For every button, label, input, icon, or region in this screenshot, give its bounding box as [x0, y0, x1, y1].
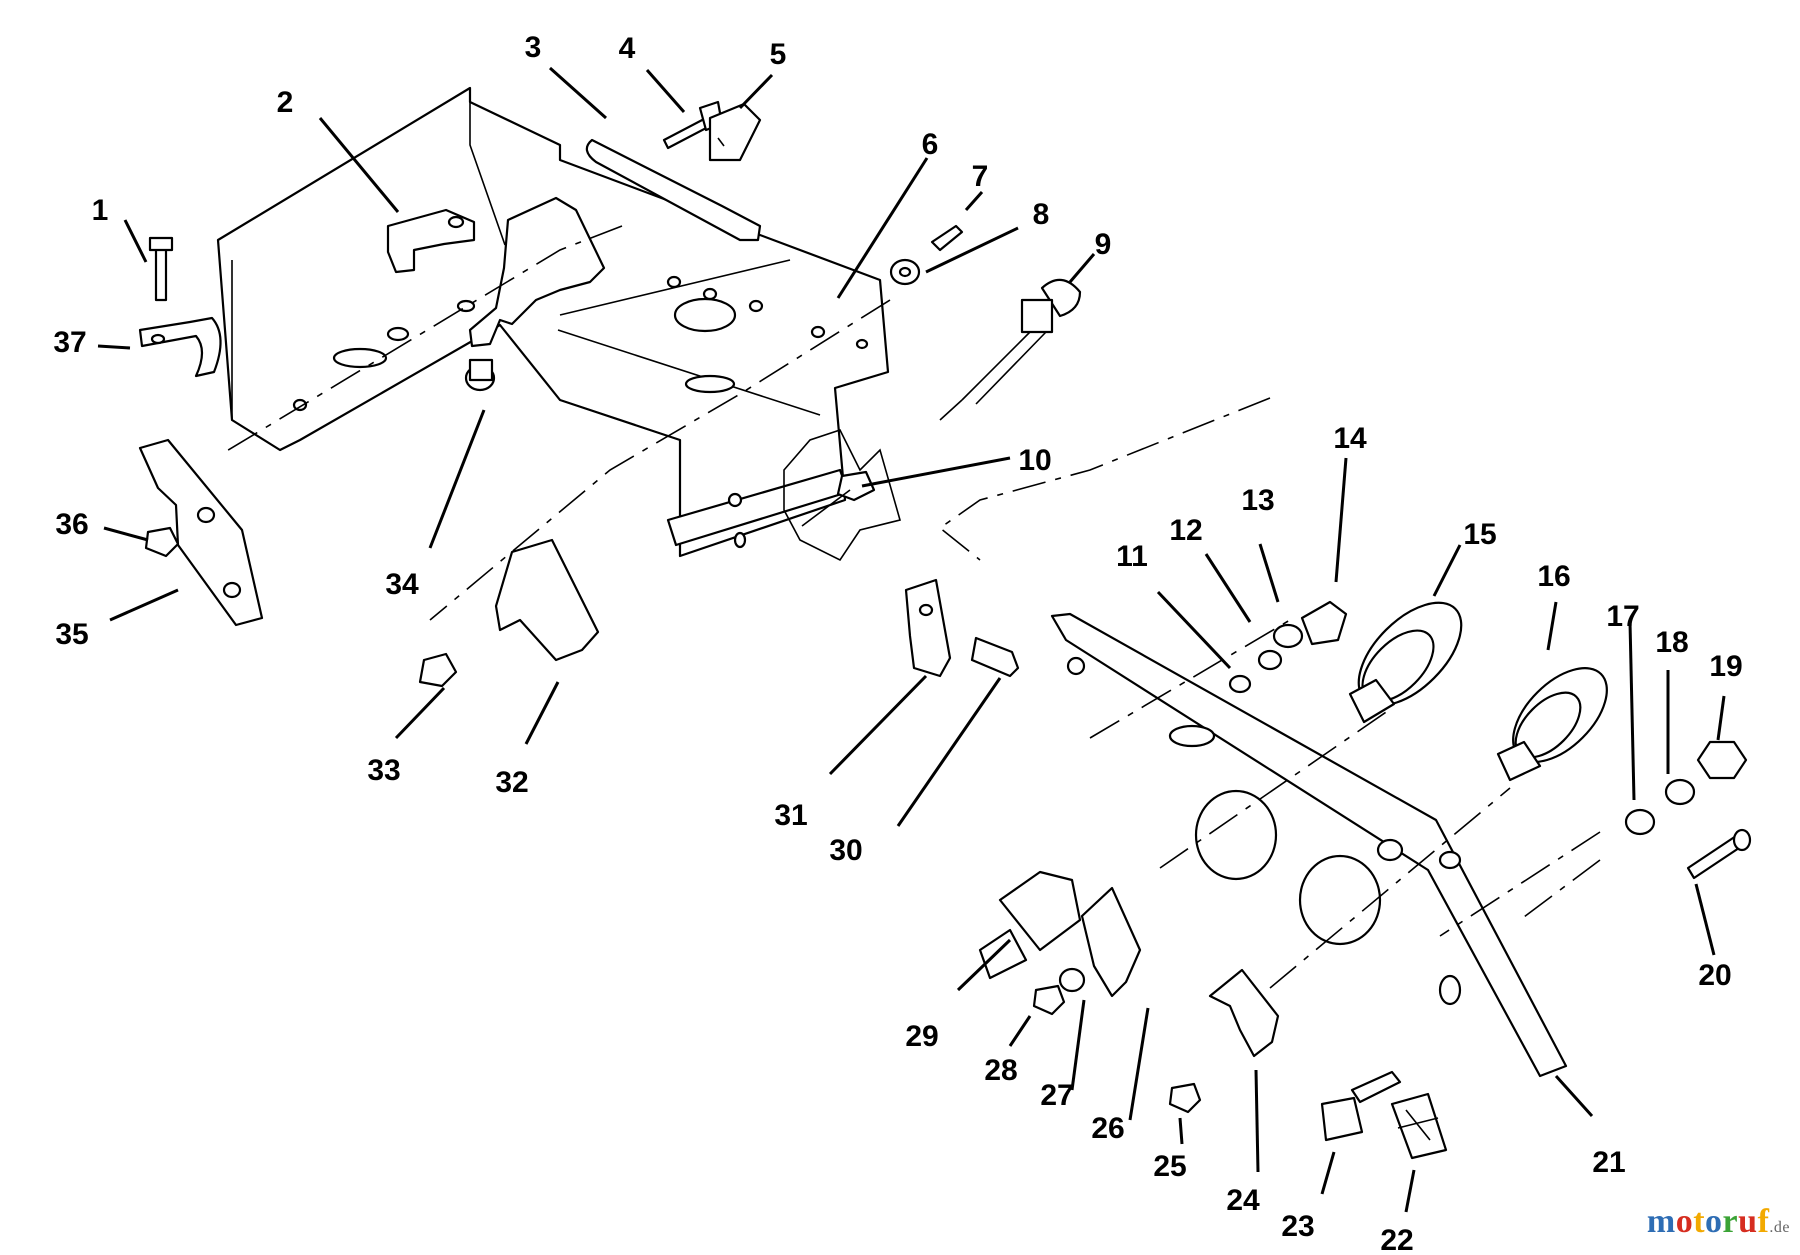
hardware-parts — [138, 100, 1752, 1160]
callout-9: 9 — [1095, 228, 1112, 261]
callout-29: 29 — [905, 1020, 938, 1053]
callout-4: 4 — [619, 32, 636, 65]
leader-lines — [97, 66, 1726, 1213]
callout-17: 17 — [1606, 600, 1639, 633]
callout-21: 21 — [1592, 1146, 1625, 1179]
callout-3: 3 — [525, 31, 542, 64]
callout-13: 13 — [1241, 484, 1274, 517]
callout-7: 7 — [972, 160, 989, 193]
callout-35: 35 — [55, 618, 88, 651]
watermark-tld: .de — [1769, 1219, 1790, 1236]
watermark-letter: m — [1646, 1203, 1676, 1240]
callout-31: 31 — [774, 799, 807, 832]
watermark-letter: u — [1738, 1203, 1758, 1240]
dash-panel-support-bracket — [216, 86, 901, 562]
watermark-letter: o — [1675, 1203, 1694, 1240]
callout-27: 27 — [1040, 1079, 1073, 1112]
callout-36: 36 — [55, 508, 88, 541]
callout-labels: 1 2 3 4 5 6 7 8 9 10 11 12 13 14 15 16 1… — [53, 31, 1742, 1255]
callout-26: 26 — [1091, 1112, 1124, 1145]
watermark-letter: o — [1705, 1203, 1723, 1240]
callout-6: 6 — [922, 128, 939, 161]
callout-15: 15 — [1463, 518, 1496, 551]
watermark-letter: f — [1757, 1203, 1770, 1240]
callout-8: 8 — [1033, 198, 1050, 231]
callout-16: 16 — [1537, 560, 1570, 593]
callout-33: 33 — [367, 754, 400, 787]
callout-19: 19 — [1709, 650, 1742, 683]
watermark-letter: t — [1693, 1203, 1706, 1240]
callout-1: 1 — [92, 194, 109, 227]
callout-22: 22 — [1380, 1224, 1413, 1255]
callout-11: 11 — [1116, 540, 1148, 573]
callout-30: 30 — [829, 834, 862, 867]
callout-10: 10 — [1018, 444, 1051, 477]
callout-12: 12 — [1169, 514, 1202, 547]
side-plate-left — [138, 438, 264, 627]
callout-2: 2 — [277, 86, 294, 119]
callout-24: 24 — [1226, 1184, 1260, 1217]
callout-20: 20 — [1698, 959, 1731, 992]
callout-28: 28 — [984, 1054, 1017, 1087]
callout-18: 18 — [1655, 626, 1688, 659]
watermark-letter: r — [1722, 1203, 1739, 1240]
callout-14: 14 — [1333, 422, 1367, 455]
watermark-logo: motoruf.de — [1647, 1203, 1790, 1241]
callout-25: 25 — [1153, 1150, 1186, 1183]
callout-32: 32 — [495, 766, 528, 799]
callout-23: 23 — [1281, 1210, 1314, 1243]
callout-37: 37 — [53, 326, 86, 359]
callout-5: 5 — [770, 38, 787, 71]
callout-34: 34 — [385, 568, 419, 601]
center-lines — [219, 225, 1601, 989]
